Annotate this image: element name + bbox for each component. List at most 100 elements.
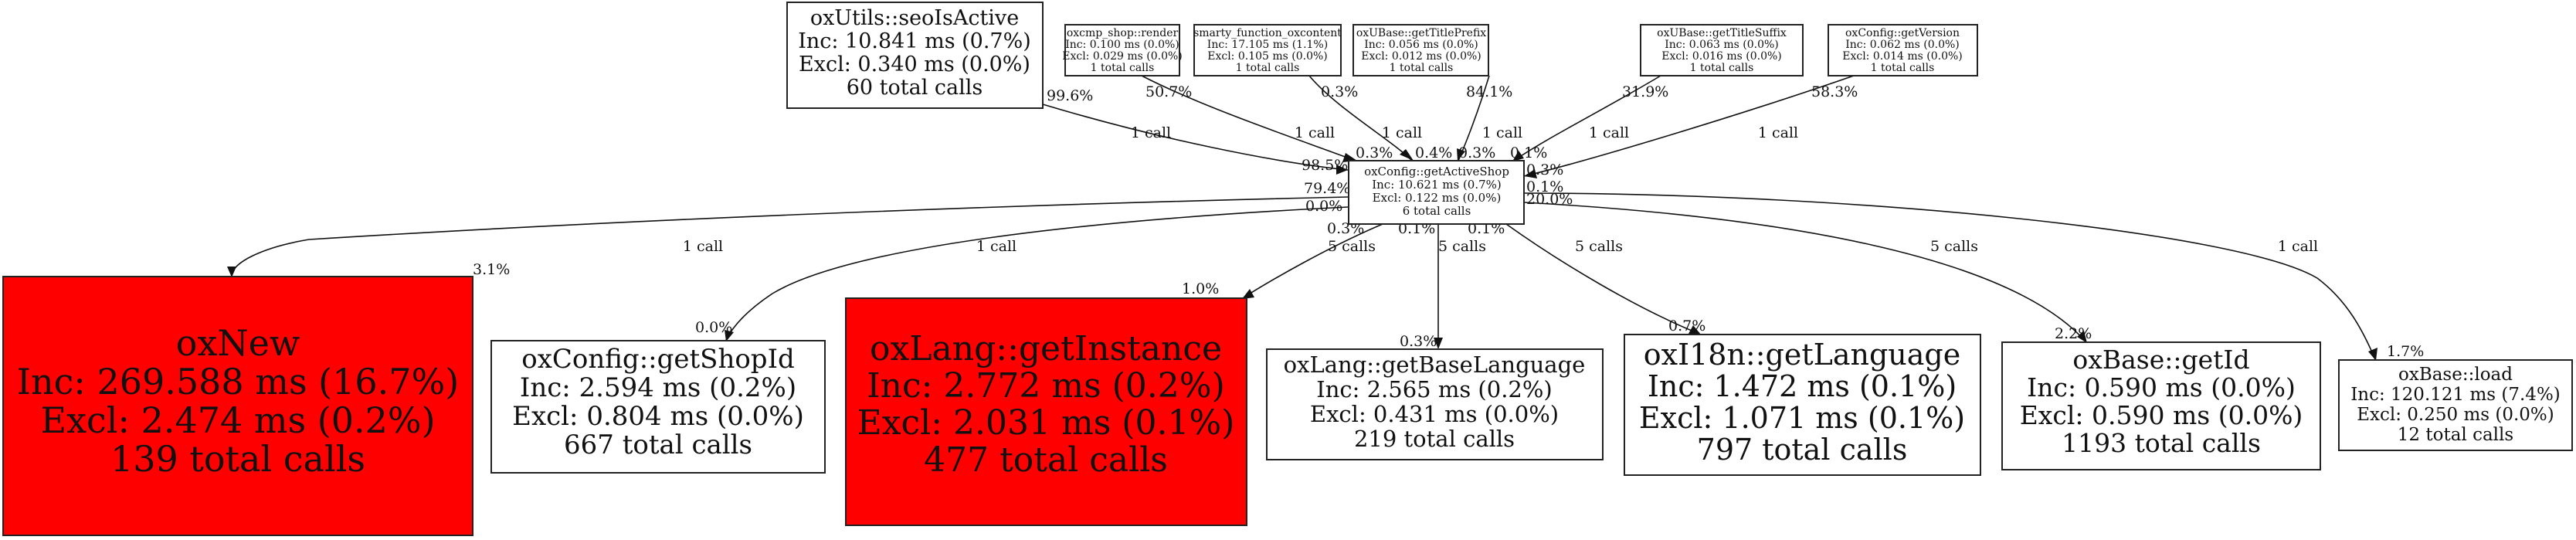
edge-tail-pct: 20.0% (1526, 191, 1573, 208)
edge-tail-pct: 0.1% (1526, 178, 1563, 195)
node-inc: Inc: 0.062 ms (0.0%) (1845, 39, 1960, 51)
node-render[interactable]: oxcmp_shop::render Inc: 0.100 ms (0.0%) … (1062, 24, 1183, 76)
node-title: oxBase::load (2398, 365, 2513, 385)
node-inc: Inc: 269.588 ms (16.7%) (17, 361, 459, 402)
node-inc: Inc: 120.121 ms (7.4%) (2350, 385, 2561, 405)
arrowhead (1457, 148, 1465, 161)
edge-head-pct: 0.7% (1668, 318, 1705, 335)
edge-tail-pct: 0.3% (1321, 83, 1358, 100)
node-title: oxcmp_shop::render (1067, 27, 1179, 39)
edge-label: 1 call (1758, 124, 1798, 141)
edge-tail-pct: 84.1% (1466, 83, 1512, 100)
node-calls: 667 total calls (564, 430, 752, 460)
edges (227, 75, 2377, 361)
node-get-language[interactable]: oxI18n::getLanguage Inc: 1.472 ms (0.1%)… (1624, 334, 1981, 476)
node-calls: 60 total calls (847, 76, 983, 100)
edge-version-activeshop (1523, 75, 1855, 177)
arrowhead (1336, 165, 1348, 175)
node-title-suffix[interactable]: oxUBase::getTitleSuffix Inc: 0.063 ms (0… (1640, 24, 1804, 76)
node-get-shop-id[interactable]: oxConfig::getShopId Inc: 2.594 ms (0.2%)… (490, 340, 826, 474)
node-ox-new[interactable]: oxNew Inc: 269.588 ms (16.7%) Excl: 2.47… (2, 276, 473, 536)
node-excl: Excl: 0.105 ms (0.0%) (1207, 50, 1328, 63)
edge-label: 5 calls (1575, 238, 1623, 255)
node-smarty[interactable]: smarty_function_oxcontent Inc: 17.105 ms… (1193, 24, 1342, 76)
edge-label: 5 calls (1930, 238, 1978, 255)
edge-head-pct: 0.0% (695, 319, 732, 336)
edge-label: 5 calls (1438, 238, 1486, 255)
node-calls: 1 total calls (1871, 62, 1935, 74)
node-inc: Inc: 17.105 ms (1.1%) (1207, 39, 1328, 51)
node-calls: 12 total calls (2398, 425, 2513, 445)
node-title: oxUBase::getTitlePrefix (1356, 27, 1486, 39)
edge-tail-pct: 50.7% (1145, 83, 1192, 100)
edge-suffix-activeshop (1513, 75, 1661, 161)
node-get-version[interactable]: oxConfig::getVersion Inc: 0.062 ms (0.0%… (1828, 24, 1978, 76)
node-title: oxLang::getBaseLanguage (1284, 352, 1586, 378)
edge-label: 1 call (1295, 124, 1335, 141)
arrowhead (1242, 289, 1254, 299)
node-excl: Excl: 0.012 ms (0.0%) (1361, 50, 1481, 63)
node-inc: Inc: 1.472 ms (0.1%) (1648, 369, 1957, 403)
arrowhead (1512, 151, 1524, 161)
node-get-base-language[interactable]: oxLang::getBaseLanguage Inc: 2.565 ms (0… (1266, 348, 1604, 460)
node-excl: Excl: 0.016 ms (0.0%) (1661, 50, 1782, 63)
node-excl: Excl: 0.340 ms (0.0%) (799, 53, 1030, 76)
node-load[interactable]: oxBase::load Inc: 120.121 ms (7.4%) Excl… (2338, 359, 2573, 451)
edge-head-pct: 0.3% (1458, 144, 1495, 161)
edge-activeshop-shopid (725, 206, 1349, 341)
node-inc: Inc: 0.590 ms (0.0%) (2027, 372, 2296, 402)
edge-label: 1 call (2278, 238, 2318, 255)
node-calls: 219 total calls (1354, 426, 1515, 452)
edge-label: 1 call (976, 238, 1016, 255)
edge-tail-pct: 79.4% (1304, 180, 1350, 197)
node-title: oxConfig::getVersion (1845, 27, 1960, 39)
edge-head-pct: 0.3% (1356, 144, 1393, 161)
edge-activeshop-oxnew (231, 196, 1349, 277)
arrowhead (1434, 338, 1443, 349)
node-excl: Excl: 0.250 ms (0.0%) (2357, 405, 2554, 425)
node-calls: 477 total calls (924, 440, 1168, 480)
node-inc: Inc: 10.841 ms (0.7%) (798, 29, 1031, 53)
node-title-prefix[interactable]: oxUBase::getTitlePrefix Inc: 0.056 ms (0… (1352, 24, 1489, 76)
edge-activeshop-language (1505, 223, 1700, 335)
node-title: oxUtils::seoIsActive (810, 6, 1019, 30)
edge-head-pct: 2.2% (2055, 325, 2092, 342)
node-title: smarty_function_oxcontent (1193, 27, 1342, 39)
edge-head-pct: 0.1% (1510, 144, 1547, 161)
node-calls: 1 total calls (1690, 62, 1754, 74)
node-excl: Excl: 0.590 ms (0.0%) (2020, 400, 2303, 430)
node-inc: Inc: 2.594 ms (0.2%) (520, 372, 796, 403)
node-title: oxConfig::getShopId (521, 344, 795, 375)
arrowhead (1688, 325, 1701, 335)
node-excl: Excl: 0.014 ms (0.0%) (1842, 50, 1963, 63)
arrowhead (2077, 331, 2087, 343)
node-seo-is-active[interactable]: oxUtils::seoIsActive Inc: 10.841 ms (0.7… (786, 2, 1044, 109)
node-get-instance[interactable]: oxLang::getInstance Inc: 2.772 ms (0.2%)… (845, 297, 1247, 526)
edge-tail-pct: 0.0% (1305, 198, 1342, 215)
arrowhead (1400, 149, 1414, 161)
node-excl: Excl: 2.031 ms (0.1%) (857, 403, 1235, 443)
node-get-id[interactable]: oxBase::getId Inc: 0.590 ms (0.0%) Excl:… (2001, 341, 2321, 470)
node-get-active-shop[interactable]: oxConfig::getActiveShop Inc: 10.621 ms (… (1348, 160, 1525, 225)
node-calls: 797 total calls (1697, 433, 1908, 467)
edge-tail-pct: 99.6% (1047, 87, 1093, 104)
arrowhead (725, 330, 734, 341)
edge-label: 5 calls (1328, 238, 1376, 255)
edge-head-pct: 3.1% (473, 261, 510, 278)
node-excl: Excl: 0.804 ms (0.0%) (512, 401, 804, 432)
node-excl: Excl: 0.431 ms (0.0%) (1310, 401, 1559, 427)
edge-activeshop-getinstance (1243, 223, 1383, 298)
arrowhead (1524, 169, 1537, 178)
edge-label: 1 call (1482, 124, 1522, 141)
edge-label: 1 call (1131, 124, 1171, 141)
edge-head-pct: 0.3% (1400, 333, 1437, 350)
arrowhead (2368, 348, 2377, 361)
node-inc: Inc: 0.100 ms (0.0%) (1065, 39, 1179, 51)
edge-render-activeshop (1141, 75, 1356, 161)
edge-activeshop-getid (1523, 202, 2086, 342)
node-title: oxBase::getId (2072, 345, 2249, 375)
edge-head-pct: 1.7% (2387, 343, 2424, 360)
edge-head-pct: 1.0% (1182, 280, 1219, 297)
edge-label: 1 call (683, 238, 723, 255)
node-title: oxUBase::getTitleSuffix (1657, 27, 1787, 39)
